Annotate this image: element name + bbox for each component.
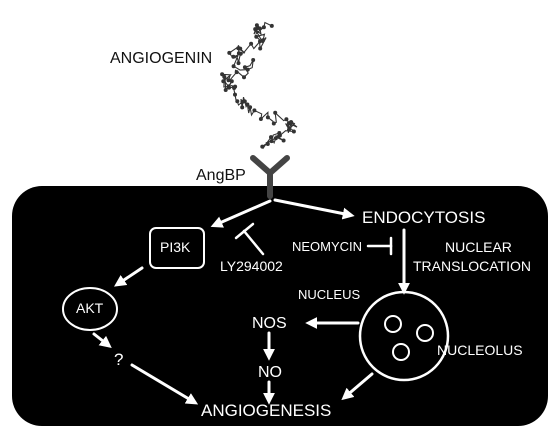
- protein-atom: [281, 138, 286, 143]
- akt-node: [62, 287, 118, 331]
- protein-atom: [245, 102, 250, 107]
- nucleolus-3: [392, 343, 410, 361]
- protein-atom: [236, 46, 241, 51]
- label-translocation: TRANSLOCATION: [413, 258, 531, 274]
- protein-atom: [249, 41, 254, 46]
- cell-body: [12, 186, 548, 426]
- protein-atom: [252, 108, 257, 113]
- protein-atom: [254, 34, 259, 39]
- protein-atom: [289, 120, 294, 125]
- protein-atom: [269, 139, 274, 144]
- protein-atom: [258, 117, 263, 121]
- arrow-receptor-to-pi3k: [210, 199, 272, 228]
- protein-atom: [253, 27, 258, 32]
- protein-atom: [240, 105, 245, 110]
- protein-atom: [277, 131, 282, 135]
- protein-atom: [231, 54, 236, 59]
- protein-atom: [234, 70, 239, 75]
- protein-atom: [265, 115, 270, 120]
- protein-atom: [258, 39, 262, 44]
- angiogenin-protein-structure: [220, 21, 298, 150]
- protein-atom: [269, 23, 274, 28]
- protein-atom: [226, 78, 231, 83]
- arrow-question-to-angiogenesis: [130, 363, 199, 405]
- inhibition-ly294002-bar: [234, 222, 255, 240]
- arrow-receptor-to-endocytosis: [273, 198, 355, 220]
- protein-atom: [273, 136, 278, 141]
- protein-atom: [245, 67, 250, 72]
- pi3k-box: [149, 227, 205, 269]
- label-question: ?: [114, 350, 124, 369]
- angbp-receptor: [250, 155, 290, 199]
- label-ly294002: LY294002: [220, 258, 283, 274]
- label-endocytosis: ENDOCYTOSIS: [362, 208, 486, 227]
- arrow-nucleus-to-angiogenesis: [341, 372, 374, 401]
- protein-atom: [236, 61, 241, 66]
- protein-atom: [227, 50, 232, 55]
- protein-atom: [229, 79, 234, 84]
- protein-atom: [222, 74, 227, 79]
- protein-atom: [265, 142, 270, 146]
- arrow-pi3k-to-akt: [114, 266, 144, 287]
- label-nos: NOS: [252, 315, 287, 332]
- protein-atom: [291, 129, 296, 134]
- nucleolus-2: [416, 324, 434, 342]
- label-angiogenesis: ANGIOGENESIS: [201, 401, 332, 420]
- protein-atom: [231, 64, 236, 69]
- label-angiogenin: ANGIOGENIN: [110, 50, 213, 67]
- protein-atom: [242, 75, 246, 80]
- protein-atom: [223, 88, 228, 92]
- label-nuclear: NUCLEAR: [445, 239, 512, 255]
- protein-atom: [254, 23, 259, 28]
- protein-atom: [269, 135, 273, 140]
- protein-atom: [238, 51, 243, 56]
- label-nucleus: NUCLEUS: [298, 287, 361, 302]
- protein-atom: [257, 26, 262, 31]
- protein-atom: [221, 79, 226, 84]
- protein-atom: [242, 99, 247, 104]
- label-akt: AKT: [76, 300, 104, 316]
- label-no: NO: [258, 364, 282, 381]
- protein-atom: [284, 117, 289, 122]
- protein-atom: [260, 144, 265, 149]
- label-neomycin: NEOMYCIN: [292, 239, 363, 254]
- nucleolus-1: [384, 315, 402, 333]
- protein-atom: [271, 121, 276, 126]
- protein-atom: [273, 110, 278, 115]
- protein-atom: [232, 86, 237, 90]
- label-nucleolus: NUCLEOLUS: [437, 342, 523, 358]
- label-pi3k: PI3K: [160, 239, 191, 255]
- label-angbp: AngBP: [196, 167, 246, 184]
- inhibition-ly294002-stem: [242, 229, 265, 256]
- protein-atom: [242, 65, 247, 70]
- protein-atom: [258, 46, 263, 51]
- protein-atom: [261, 38, 265, 43]
- arrow-akt-to-question: [92, 332, 112, 348]
- protein-atom: [251, 58, 256, 62]
- protein-atom: [233, 92, 237, 97]
- protein-atom: [261, 25, 266, 30]
- protein-atom: [227, 85, 231, 90]
- protein-atom: [248, 105, 253, 110]
- protein-atom: [235, 99, 240, 104]
- protein-atom: [287, 127, 291, 132]
